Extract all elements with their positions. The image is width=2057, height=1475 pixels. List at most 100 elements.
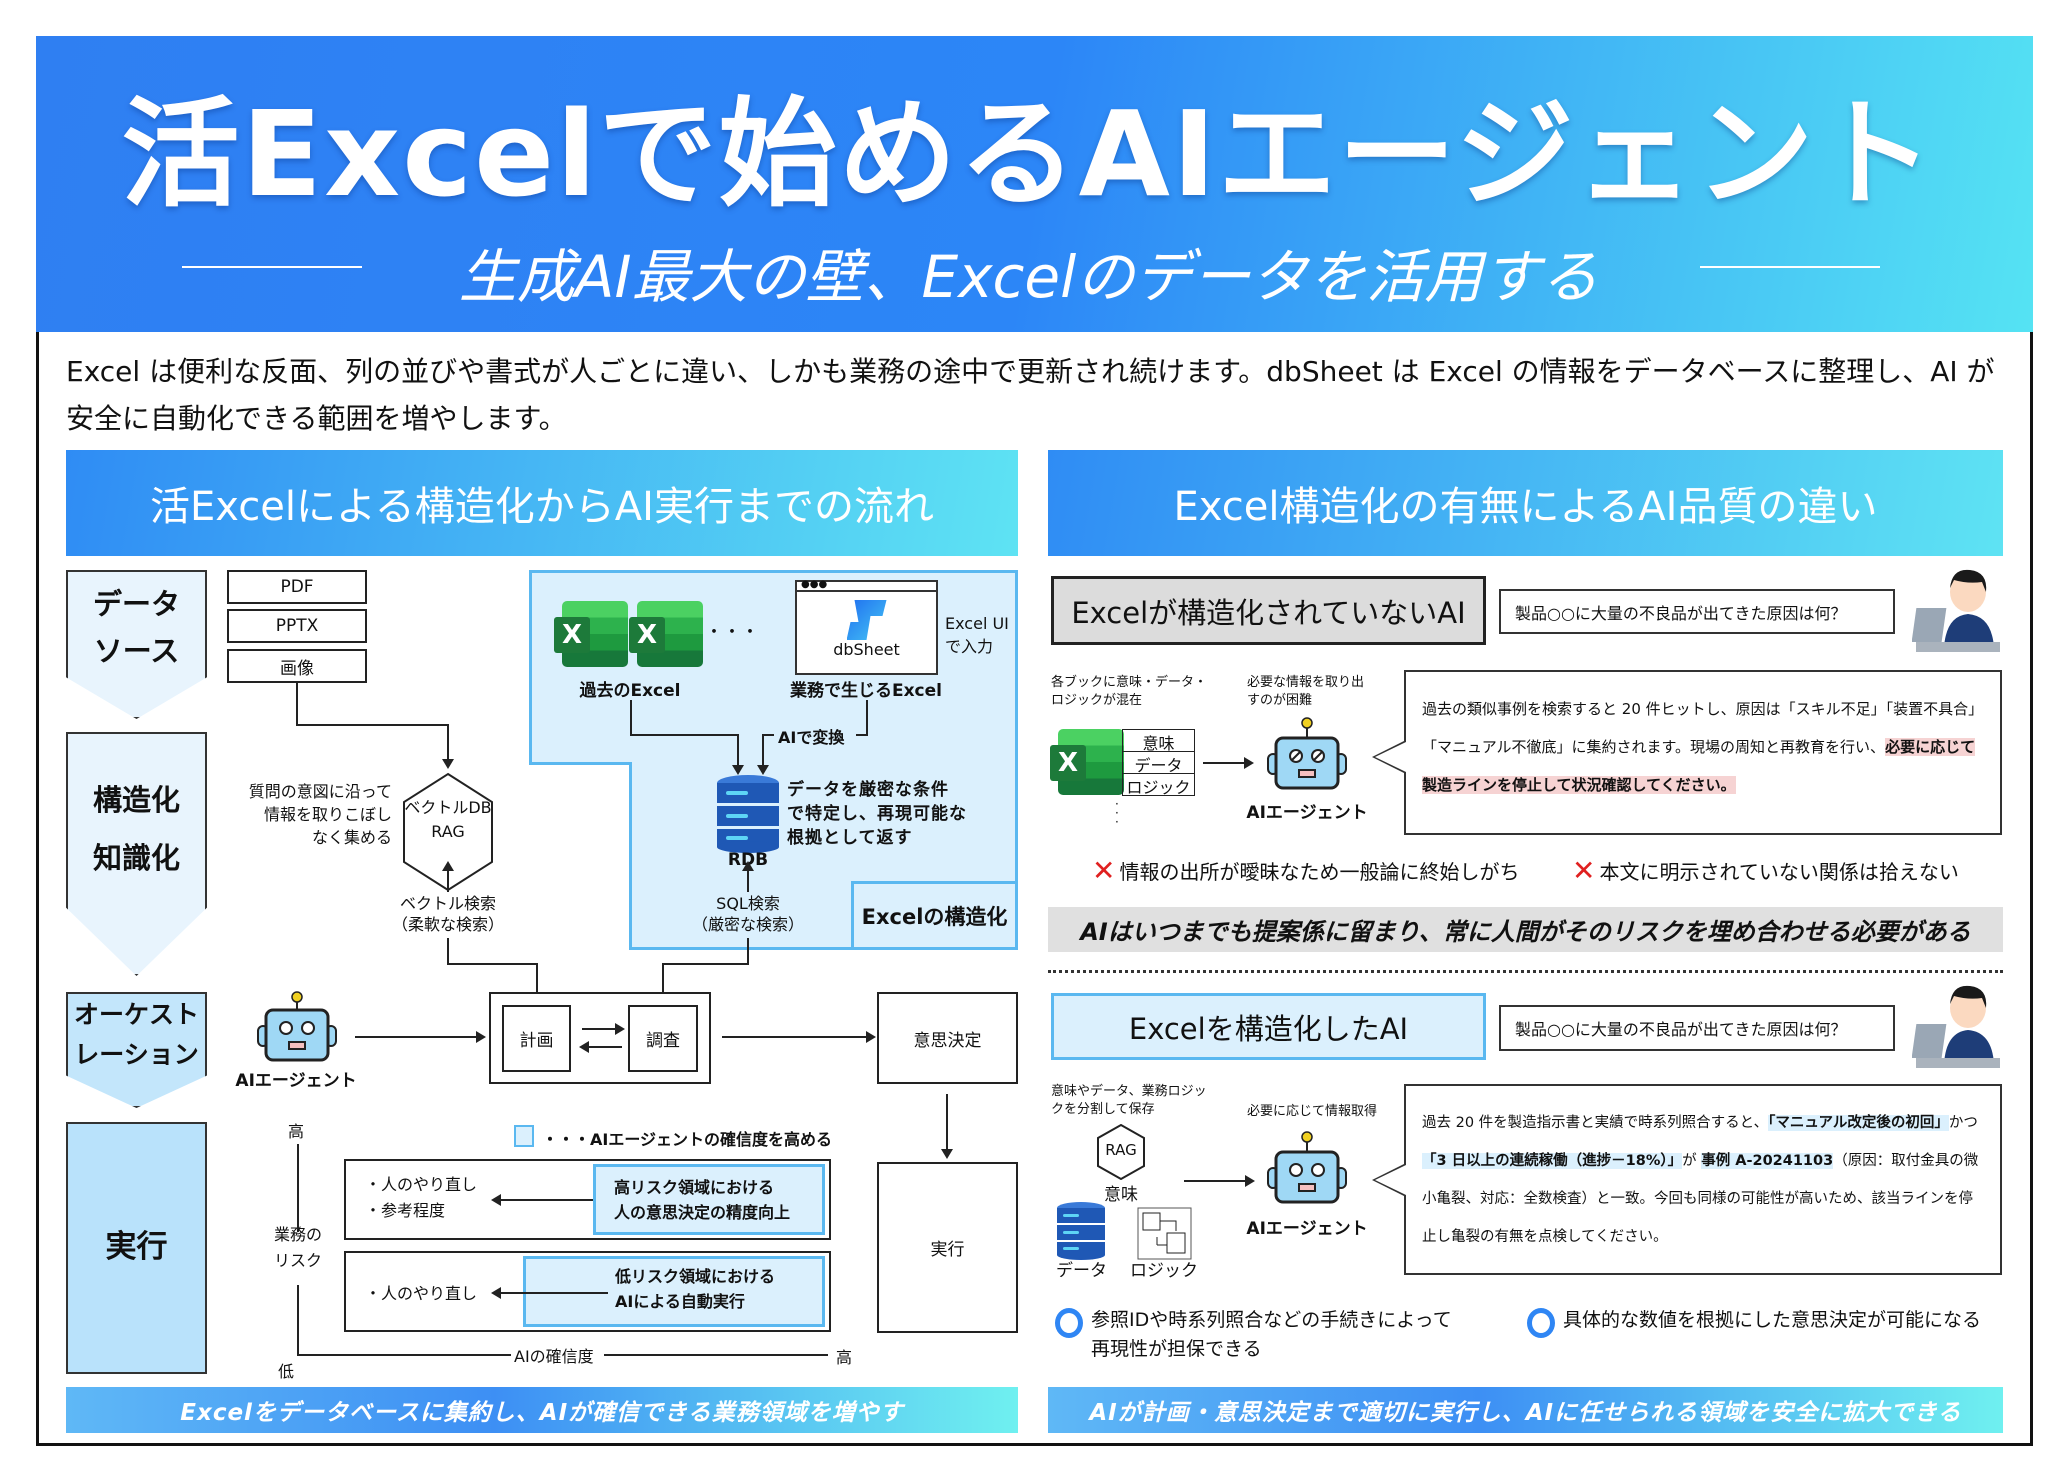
- unstructured-note-hard: 必要な情報を取り出 すのが困難: [1247, 675, 1365, 708]
- connector: [856, 734, 868, 736]
- high-risk-ai-area: 高リスク領域における 人の意思決定の精度向上: [593, 1164, 825, 1235]
- connector: [762, 734, 774, 736]
- rag-hexagon: [1097, 1124, 1145, 1180]
- connector-arrow: [757, 734, 769, 775]
- structured-note-split: 意味やデータ、業務ロジッ クを分割して保存: [1051, 1084, 1207, 1117]
- robot-icon: [257, 991, 337, 1062]
- confidence-axis: [604, 1354, 828, 1356]
- intro-text: Excel は便利な反面、列の並びや書式が人ごとに違い、しかも業務の途中で更新さ…: [66, 355, 1995, 435]
- speech-pointer-fill: [1375, 1165, 1406, 1195]
- answer-highlight: 事例 A-20241103: [1701, 1153, 1834, 1169]
- connector: [662, 963, 749, 965]
- connector-arrow: [442, 724, 454, 769]
- confidence-axis: [297, 1354, 511, 1356]
- panel-edge: [632, 762, 635, 765]
- risk-axis-label: 業務の リスク: [273, 1225, 322, 1270]
- connector: [447, 963, 537, 965]
- answer-text: （原因：取付金具の微小亀裂、対応：全数検査）と一致。今回も同様の可能性が高いため…: [1422, 1153, 1979, 1245]
- connector: [630, 700, 632, 736]
- connector-arrow: [442, 861, 454, 892]
- rag-label: RAG: [1105, 1141, 1137, 1159]
- pro-item: 具体的な数値を根拠にした意思決定が可能になる: [1527, 1306, 1981, 1338]
- header-banner: [36, 36, 2033, 332]
- con-text: 情報の出所が曖昧なため一般論に終始しがち: [1119, 860, 1520, 884]
- low-risk-ai-text: 低リスク領域における AIによる自動実行: [615, 1267, 776, 1311]
- source-pptx: PPTX: [227, 609, 367, 643]
- connector: [630, 734, 738, 736]
- source-image: 画像: [227, 649, 367, 683]
- pro-text: 参照IDや時系列照合などの手続きによって 再現性が担保できる: [1091, 1309, 1452, 1360]
- divider: [182, 266, 362, 268]
- meaning-label: 意味: [1104, 1185, 1138, 1205]
- legend-text: ・・・AIエージェントの確信度を高める: [542, 1130, 833, 1149]
- unstructured-title: Excelが構造化されていないAI: [1051, 576, 1486, 645]
- high-risk-row: [344, 1159, 831, 1240]
- connector: [747, 938, 749, 964]
- agent-label: AIエージェント: [235, 1071, 357, 1091]
- circle-icon: [1527, 1308, 1555, 1338]
- stage-data-source: データ ソース: [66, 570, 207, 719]
- connector: [447, 938, 449, 964]
- con-item: ✕情報の出所が曖昧なため一般論に終始しがち: [1092, 854, 1519, 887]
- con-text: 本文に明示されていない関係は拾えない: [1599, 860, 1959, 884]
- left-bottom-banner: Excelをデータベースに集約し、AIが確信できる業務領域を増やす: [66, 1387, 1018, 1433]
- dbsheet-window: ●●● dbSheet: [795, 580, 938, 675]
- circle-icon: [1055, 1308, 1083, 1338]
- excel-ui-input: Excel UI で入力: [945, 614, 1009, 657]
- page-title: 活Excelで始めるAIエージェント: [121, 85, 1936, 223]
- answer-text: 過去 20 件を製造指示書と実績で時系列照合すると、: [1422, 1115, 1769, 1131]
- ai-convert-label: AIで変換: [778, 728, 845, 747]
- logic-label: ロジック: [1130, 1261, 1198, 1281]
- dbsheet-label: dbSheet: [833, 640, 900, 659]
- arrow: [491, 1194, 608, 1206]
- low-risk-row: [344, 1251, 831, 1332]
- database-icon: [717, 775, 779, 853]
- connector: [662, 963, 664, 993]
- arrow: [491, 1287, 608, 1299]
- table-cell: 意味: [1123, 730, 1194, 753]
- answer-text: かつ: [1948, 1115, 1978, 1131]
- answer-highlight: 「3 日以上の連続稼働（進捗－18%）」: [1422, 1153, 1683, 1169]
- research-step: 調査: [628, 1005, 698, 1072]
- connector: [296, 683, 298, 725]
- connector-arrow: [742, 861, 754, 892]
- answer-text: が: [1682, 1153, 1697, 1169]
- plan-step: 計画: [502, 1005, 571, 1072]
- pro-item: 参照IDや時系列照合などの手続きによって 再現性が担保できる: [1055, 1306, 1452, 1364]
- structured-answer: 過去 20 件を製造指示書と実績で時系列照合すると、「マニュアル改定後の初回」か…: [1404, 1084, 2002, 1275]
- unstructured-answer: 過去の類似事例を検索すると 20 件ヒットし、原因は「スキル不足」「装置不具合」…: [1404, 670, 2002, 835]
- sql-search-label: SQL検索 （厳密な検索）: [691, 894, 804, 934]
- robot-confused-icon: [1267, 717, 1347, 790]
- right-bottom-banner: AIが計画・意思決定まで適切に実行し、AIに任せられる領域を安全に拡大できる: [1048, 1387, 2003, 1433]
- legend-swatch: [514, 1125, 534, 1147]
- excel-icon: X: [1050, 729, 1124, 795]
- answer-highlight: 「マニュアル改定後の初回」: [1768, 1115, 1949, 1131]
- pro-text: 具体的な数値を根拠にした意思決定が可能になる: [1563, 1309, 1982, 1331]
- question-bubble: 製品○○に大量の不良品が出てきた原因は何？: [1499, 589, 1895, 634]
- vector-description: 質問の意図に沿って 情報を取りこぼし なく集める: [248, 782, 392, 847]
- data-label: データ: [1056, 1261, 1107, 1281]
- business-excel-label: 業務で生じるExcel: [789, 681, 942, 701]
- con-item: ✕本文に明示されていない関係は拾えない: [1572, 854, 1959, 887]
- mixed-content-table: 意味 データ ロジック: [1122, 729, 1195, 797]
- page-subtitle: 生成AI最大の壁、Excelのデータを活用する: [458, 243, 1599, 311]
- answer-text: 過去の類似事例を検索すると 20 件ヒットし、原因は「スキル不足」「装置不具合」…: [1422, 700, 1984, 756]
- connector: [296, 724, 448, 726]
- rdb-description: データを厳密な条件 で特定し、再現可能な 根拠として返す: [787, 780, 967, 848]
- vector-search-label: ベクトル検索 （柔軟な検索）: [391, 894, 504, 934]
- arrow: [579, 1041, 622, 1053]
- speech-pointer-fill: [1375, 742, 1406, 772]
- risk-low-label: 低: [278, 1362, 295, 1381]
- logic-flow-icon: [1137, 1207, 1192, 1260]
- low-risk-ai-area: [523, 1256, 825, 1327]
- left-section-heading: 活Excelによる構造化からAI実行までの流れ: [66, 450, 1018, 556]
- agent-label: AIエージェント: [1246, 1219, 1368, 1239]
- excel-icon: X: [629, 601, 703, 667]
- dbsheet-logo-icon: [846, 600, 887, 640]
- arrow: [941, 1094, 953, 1159]
- risk-axis: [297, 1285, 299, 1355]
- right-section-heading: Excel構造化の有無によるAI品質の違い: [1048, 450, 2003, 556]
- section-divider: [1048, 970, 2003, 973]
- table-cell: データ: [1123, 752, 1194, 775]
- arrow: [722, 1031, 876, 1043]
